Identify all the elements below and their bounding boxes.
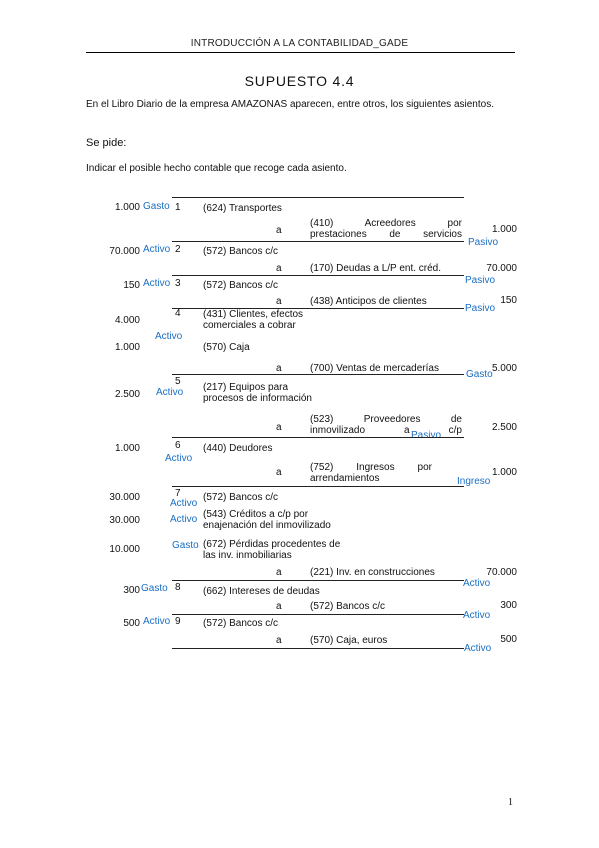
credit-account: (523) Proveedores de inmovilizado a c/p	[310, 414, 462, 436]
debit-account: (440) Deudores	[203, 443, 273, 454]
debit-account: (543) Créditos a c/p por enajenación del…	[203, 509, 331, 531]
debit-tag: Gasto	[141, 583, 168, 594]
debit-account: (662) Intereses de deudas	[203, 586, 320, 597]
debit-account: (431) Clientes, efectos comerciales a co…	[203, 309, 304, 331]
entry-rule	[172, 486, 464, 487]
debit-amount: 1.000	[114, 443, 140, 454]
credit-amount: 150	[500, 295, 517, 306]
entry-rule	[172, 648, 464, 649]
entry-number: 5	[175, 376, 181, 387]
debit-account: (624) Transportes	[203, 203, 282, 214]
credit-account: (170) Deudas a L/P ent. créd.	[310, 263, 442, 274]
debit-amount: 10.000	[109, 544, 140, 555]
debit-amount: 70.000	[109, 246, 140, 257]
debit-amount: 150	[123, 280, 140, 291]
credit-account: (438) Anticipos de clientes	[310, 296, 427, 307]
credit-amount: 2.500	[491, 422, 517, 433]
entry-rule	[172, 197, 464, 198]
entry-rule	[172, 614, 464, 615]
credit-a: a	[276, 635, 282, 646]
debit-tag: Activo	[165, 453, 193, 464]
credit-amount: 1.000	[491, 224, 517, 235]
credit-tag: Pasivo	[411, 430, 442, 441]
credit-a: a	[276, 296, 282, 307]
credit-amount: 5.000	[491, 363, 517, 374]
entry-number: 1	[175, 202, 181, 213]
entry-rule	[172, 374, 464, 375]
debit-amount: 1.000	[114, 342, 140, 353]
debit-amount: 2.500	[114, 389, 140, 400]
credit-account: (700) Ventas de mercaderías	[310, 363, 439, 374]
entry-number: 4	[175, 308, 181, 319]
debit-account: (217) Equipos para procesos de informaci…	[203, 382, 312, 404]
credit-account: (752) Ingresos por arrendamientos	[310, 462, 432, 484]
debit-tag: Gasto	[172, 540, 199, 551]
credit-a: a	[276, 467, 282, 478]
entry-number: 7	[175, 488, 181, 499]
header-rule	[86, 52, 515, 53]
debit-tag: Activo	[143, 244, 171, 255]
credit-a: a	[276, 363, 282, 374]
debit-tag: Gasto	[143, 201, 170, 212]
debit-account: (572) Bancos c/c	[203, 280, 279, 291]
debit-tag: Activo	[155, 331, 183, 342]
entry-rule	[172, 580, 464, 581]
credit-tag: Pasivo	[468, 237, 499, 248]
entry-number: 8	[175, 582, 181, 593]
debit-amount: 4.000	[114, 315, 140, 326]
credit-amount: 300	[500, 600, 517, 611]
entry-rule	[172, 437, 464, 438]
credit-tag: Pasivo	[465, 275, 496, 286]
debit-tag: Activo	[143, 278, 171, 289]
credit-account: (570) Caja, euros	[310, 635, 388, 646]
credit-amount: 70.000	[486, 567, 517, 578]
entry-number: 6	[175, 440, 181, 451]
page-number: 1	[508, 797, 513, 808]
debit-account: (572) Bancos c/c	[203, 492, 279, 503]
entry-rule	[172, 275, 464, 276]
credit-tag: Activo	[463, 610, 491, 621]
debit-account: (572) Bancos c/c	[203, 618, 279, 629]
task-instruction: Indicar el posible hecho contable que re…	[86, 163, 347, 174]
credit-account: (221) Inv. en construcciones	[310, 567, 435, 578]
running-header: INTRODUCCIÓN A LA CONTABILIDAD_GADE	[190, 38, 409, 49]
intro-paragraph: En el Libro Diario de la empresa AMAZONA…	[86, 99, 494, 110]
entry-rule	[172, 308, 464, 309]
debit-amount: 300	[123, 585, 140, 596]
debit-tag: Activo	[170, 498, 198, 509]
credit-tag: Pasivo	[465, 303, 496, 314]
exercise-title: SUPUESTO 4.4	[244, 73, 355, 89]
debit-account: (672) Pérdidas procedentes de las inv. i…	[203, 539, 341, 561]
debit-tag: Activo	[143, 616, 171, 627]
credit-a: a	[276, 263, 282, 274]
credit-tag: Activo	[464, 643, 492, 654]
credit-tag: Ingreso	[457, 476, 491, 487]
debit-tag: Activo	[156, 387, 184, 398]
credit-account: (410) Acreedores por prestaciones de ser…	[310, 218, 462, 240]
credit-amount: 70.000	[486, 263, 517, 274]
credit-a: a	[276, 225, 282, 236]
entry-rule	[172, 241, 464, 242]
entry-number: 9	[175, 616, 181, 627]
credit-a: a	[276, 601, 282, 612]
debit-amount: 500	[123, 618, 140, 629]
credit-tag: Gasto	[466, 369, 493, 380]
debit-amount: 30.000	[109, 515, 140, 526]
task-heading: Se pide:	[86, 137, 127, 149]
credit-amount: 500	[500, 634, 517, 645]
debit-account: (570) Caja	[203, 342, 250, 353]
credit-account: (572) Bancos c/c	[310, 601, 386, 612]
credit-a: a	[276, 567, 282, 578]
debit-amount: 1.000	[114, 202, 140, 213]
debit-amount: 30.000	[109, 492, 140, 503]
credit-a: a	[276, 422, 282, 433]
debit-account: (572) Bancos c/c	[203, 246, 279, 257]
entry-number: 2	[175, 244, 181, 255]
credit-amount: 1.000	[491, 467, 517, 478]
entry-number: 3	[175, 278, 181, 289]
debit-tag: Activo	[170, 514, 198, 525]
credit-tag: Activo	[463, 578, 491, 589]
